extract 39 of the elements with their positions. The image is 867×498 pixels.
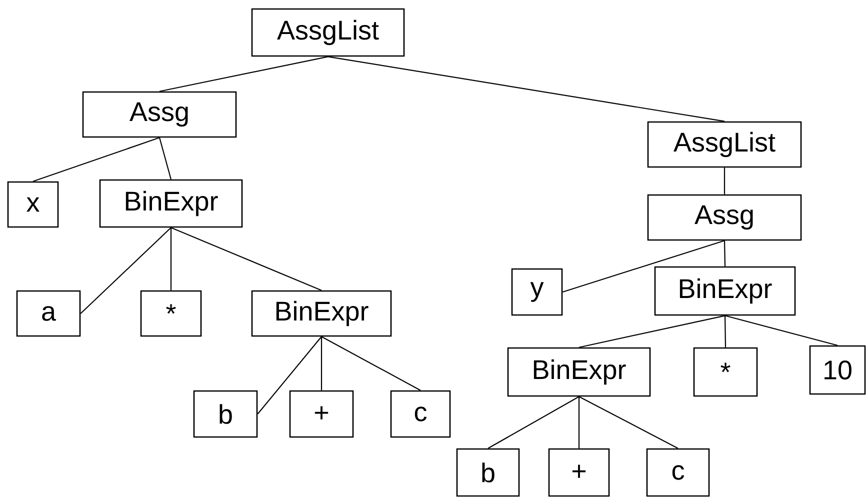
tree-edge xyxy=(321,336,421,391)
tree-edge xyxy=(328,56,725,122)
tree-node-box: AssgList xyxy=(647,121,802,168)
tree-edge xyxy=(170,228,172,290)
tree-node-box: AssgList xyxy=(251,8,405,57)
tree-edge xyxy=(488,396,580,449)
tree-node-box: BinExpr xyxy=(99,179,243,228)
tree-edge xyxy=(158,138,172,180)
tree-edge xyxy=(170,227,322,291)
tree-edge xyxy=(724,316,726,348)
tree-edge xyxy=(32,137,160,182)
tree-edge xyxy=(724,240,726,266)
tree-node-box: b xyxy=(456,448,520,497)
tree-node-box: + xyxy=(548,448,610,497)
tree-edge xyxy=(257,336,322,414)
tree-node-box: c xyxy=(390,390,451,438)
tree-node-box: BinExpr xyxy=(251,290,392,337)
tree-node-box: Assg xyxy=(647,194,802,241)
tree-node-box: * xyxy=(140,290,202,337)
tree-node-box: + xyxy=(289,390,354,438)
tree-edge xyxy=(724,315,838,346)
tree-edge xyxy=(80,227,172,314)
tree-edge xyxy=(562,240,725,293)
tree-node-box: BinExpr xyxy=(654,266,796,316)
tree-node-box: Assg xyxy=(82,91,237,138)
tree-edge xyxy=(578,315,726,348)
tree-edge xyxy=(320,336,322,390)
tree-edge xyxy=(159,56,328,92)
tree-node-box: BinExpr xyxy=(507,347,651,397)
tree-node-box: b xyxy=(193,390,258,438)
tree-edge xyxy=(724,168,726,194)
tree-node-box: x xyxy=(7,181,59,228)
tree-edge xyxy=(578,396,678,449)
tree-node-box: 10 xyxy=(809,345,866,395)
tree-node-box: y xyxy=(511,268,563,316)
tree-node-box: a xyxy=(16,290,81,337)
tree-node-box: * xyxy=(693,347,758,397)
tree-edge xyxy=(578,396,580,448)
tree-node-box: c xyxy=(646,448,710,497)
